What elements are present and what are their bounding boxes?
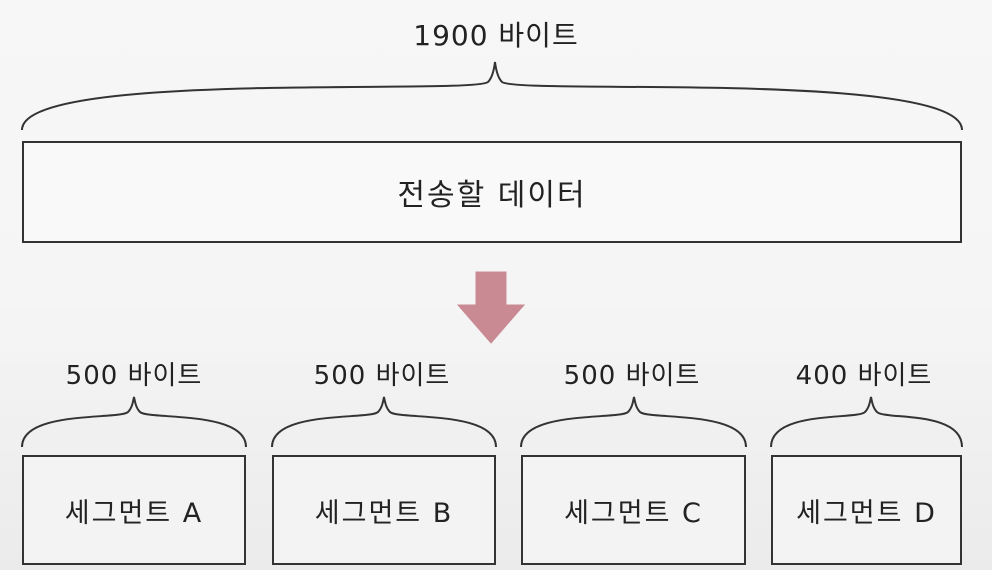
segment-b-box: 세그먼트 B	[272, 455, 496, 565]
segment-c-box: 세그먼트 C	[521, 455, 746, 565]
segment-a-label: 세그먼트 A	[64, 497, 204, 529]
total-size-label: 1900 바이트	[413, 19, 579, 52]
segment-brace-c	[520, 396, 747, 448]
segment-brace-a	[21, 396, 247, 448]
segment-a-size-label: 500 바이트	[65, 361, 203, 391]
total-brace	[21, 61, 963, 131]
data-block: 전송할 데이터	[22, 141, 962, 243]
segment-b-label: 세그먼트 B	[314, 497, 454, 529]
segment-c-size-label: 500 바이트	[563, 361, 701, 391]
segment-a-box: 세그먼트 A	[22, 455, 246, 565]
segment-d-size-label: 400 바이트	[795, 361, 933, 391]
segment-d-label: 세그먼트 D	[796, 497, 937, 529]
down-arrow-icon	[456, 271, 526, 344]
segment-c-label: 세그먼트 C	[564, 497, 703, 529]
segment-d-box: 세그먼트 D	[771, 455, 962, 565]
segment-brace-d	[770, 396, 963, 448]
data-block-label: 전송할 데이터	[397, 178, 587, 213]
segment-b-size-label: 500 바이트	[313, 361, 451, 391]
segment-brace-b	[271, 396, 497, 448]
